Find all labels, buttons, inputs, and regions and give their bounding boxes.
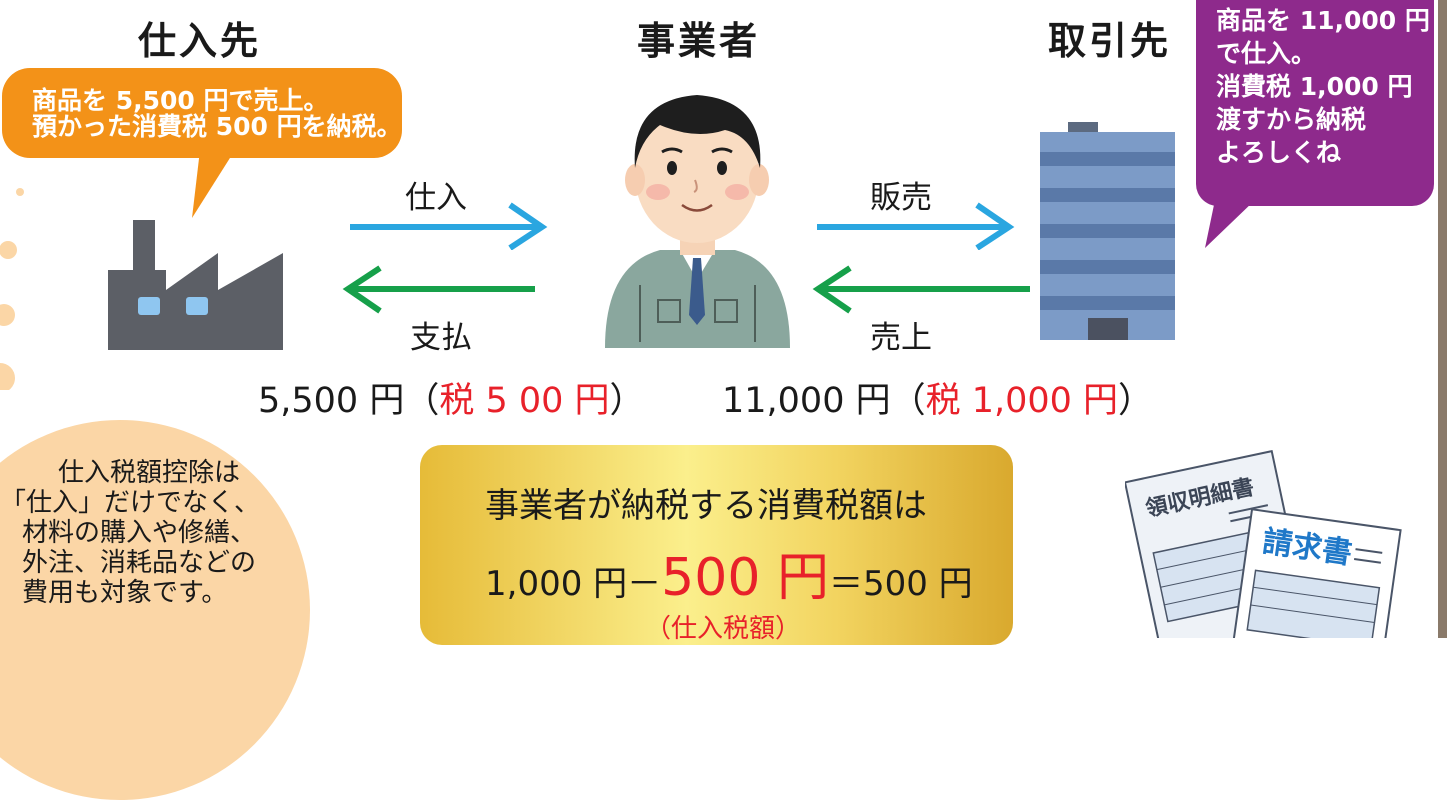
customer-amount-base: 11,000 円（ [722, 381, 926, 421]
note-line3: 材料の購入や修繕、 [22, 518, 257, 548]
customer-bubble-line4: 渡すから納税 [1216, 105, 1367, 134]
sales-label: 販売 [870, 180, 932, 216]
customer-amount: 11,000 円（税 1,000 円） [722, 372, 1153, 423]
customer-amount-close: ） [1118, 381, 1154, 421]
payment-label: 支払 [410, 320, 472, 356]
purchase-arrow [350, 202, 548, 250]
decorative-dots [0, 188, 24, 390]
result-line1: 事業者が納税する消費税額は [485, 486, 927, 526]
supplier-heading: 仕入先 [138, 19, 262, 63]
customer-bubble-line1: 商品を 11,000 円 [1216, 6, 1430, 35]
customer-bubble-line2: で仕入。 [1216, 39, 1317, 68]
customer-bubble-line5: よろしくね [1216, 138, 1342, 167]
supplier-bubble-line1: 商品を 5,500 円で売上。 [32, 86, 329, 115]
note-line5: 費用も対象です。 [22, 578, 228, 608]
payment-arrow [342, 265, 535, 314]
customer-speech-bubble: 商品を 11,000 円 で仕入。 消費税 1,000 円 渡すから納税 よろし… [1196, 0, 1434, 206]
right-edge-border [1438, 0, 1447, 638]
supplier-bubble-tail [192, 150, 235, 218]
note-line2: 「仕入」だけでなく、 [0, 488, 261, 518]
result-box: 事業者が納税する消費税額は 1,000 円－500 円＝500 円 （仕入税額） [420, 445, 1013, 645]
supplier-amount-tax: 税 5 00 円 [439, 381, 610, 421]
note-circle: 仕入税額控除は 「仕入」だけでなく、 材料の購入や修繕、 外注、消耗品などの 費… [0, 420, 310, 800]
note-line4: 外注、消耗品などの [22, 548, 257, 578]
business-person-icon [605, 95, 790, 348]
customer-amount-tax: 税 1,000 円 [925, 381, 1119, 421]
result-line2: 1,000 円－500 円＝500 円 [485, 535, 973, 610]
result-line2-suffix: ＝500 円 [828, 564, 973, 604]
customer-heading: 取引先 [1048, 19, 1172, 63]
purchase-label: 仕入 [405, 180, 467, 216]
customer-bubble-tail [1205, 200, 1255, 248]
revenue-label: 売上 [870, 320, 932, 356]
note-line1: 仕入税額控除は [58, 458, 241, 488]
business-heading: 事業者 [637, 19, 761, 63]
supplier-amount-close: ） [609, 381, 645, 421]
building-icon [1040, 122, 1175, 340]
supplier-speech-bubble: 商品を 5,500 円で売上。 預かった消費税 500 円を納税。 [2, 68, 402, 158]
supplier-amount: 5,500 円（税 5 00 円） [258, 372, 645, 423]
factory-icon [108, 220, 283, 350]
sales-arrow [817, 202, 1015, 250]
revenue-arrow [812, 265, 1030, 314]
result-highlight-amount: 500 円 [661, 548, 829, 608]
supplier-amount-base: 5,500 円（ [258, 381, 440, 421]
customer-bubble-line3: 消費税 1,000 円 [1216, 72, 1413, 101]
supplier-bubble-line2: 預かった消費税 500 円を納税。 [32, 112, 402, 141]
documents-icon: 領収明細書 請求書 [1125, 449, 1402, 638]
result-sub-label: （仕入税額） [645, 614, 802, 644]
result-line2-prefix: 1,000 円－ [485, 564, 662, 604]
